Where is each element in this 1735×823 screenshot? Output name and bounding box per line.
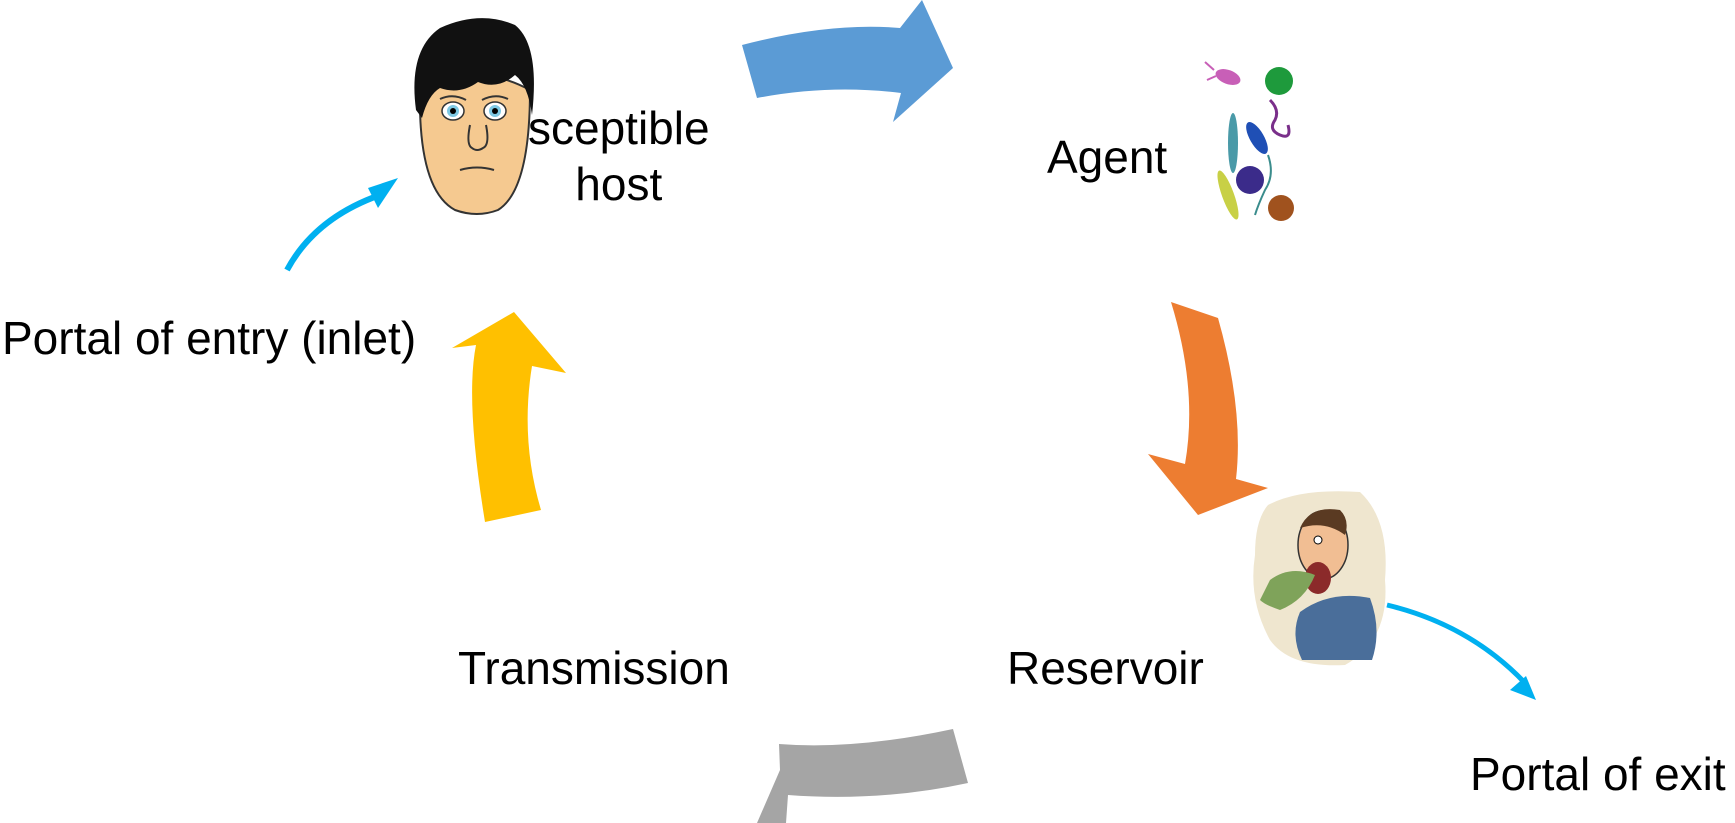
arrow-transmission-to-host xyxy=(452,312,566,522)
microbes-icon xyxy=(1204,61,1294,221)
node-transmission-label: Transmission xyxy=(458,642,730,694)
arrow-reservoir-to-exit xyxy=(1386,602,1527,685)
node-susceptible-host-label: sceptible host xyxy=(528,100,710,212)
arrow-entry-to-host-head xyxy=(368,178,398,208)
arrow-reservoir-to-exit-head xyxy=(1510,676,1536,700)
node-reservoir-label: Reservoir xyxy=(1007,642,1204,694)
arrow-reservoir-to-transmission xyxy=(757,729,968,823)
arrow-agent-to-reservoir xyxy=(1148,302,1268,515)
node-agent-label: Agent xyxy=(1047,131,1168,183)
node-portal-of-exit-label: Portal of exit xyxy=(1470,748,1726,800)
node-portal-of-entry-label: Portal of entry (inlet) xyxy=(2,312,417,364)
arrow-host-to-agent xyxy=(742,0,953,122)
node-susceptible-host-label-line1: sceptible xyxy=(528,102,710,154)
worried-face-icon xyxy=(414,18,534,215)
vomiting-man-icon xyxy=(1253,491,1386,666)
node-susceptible-host-label-line2: host xyxy=(575,158,663,210)
arrow-entry-to-host xyxy=(284,192,382,272)
